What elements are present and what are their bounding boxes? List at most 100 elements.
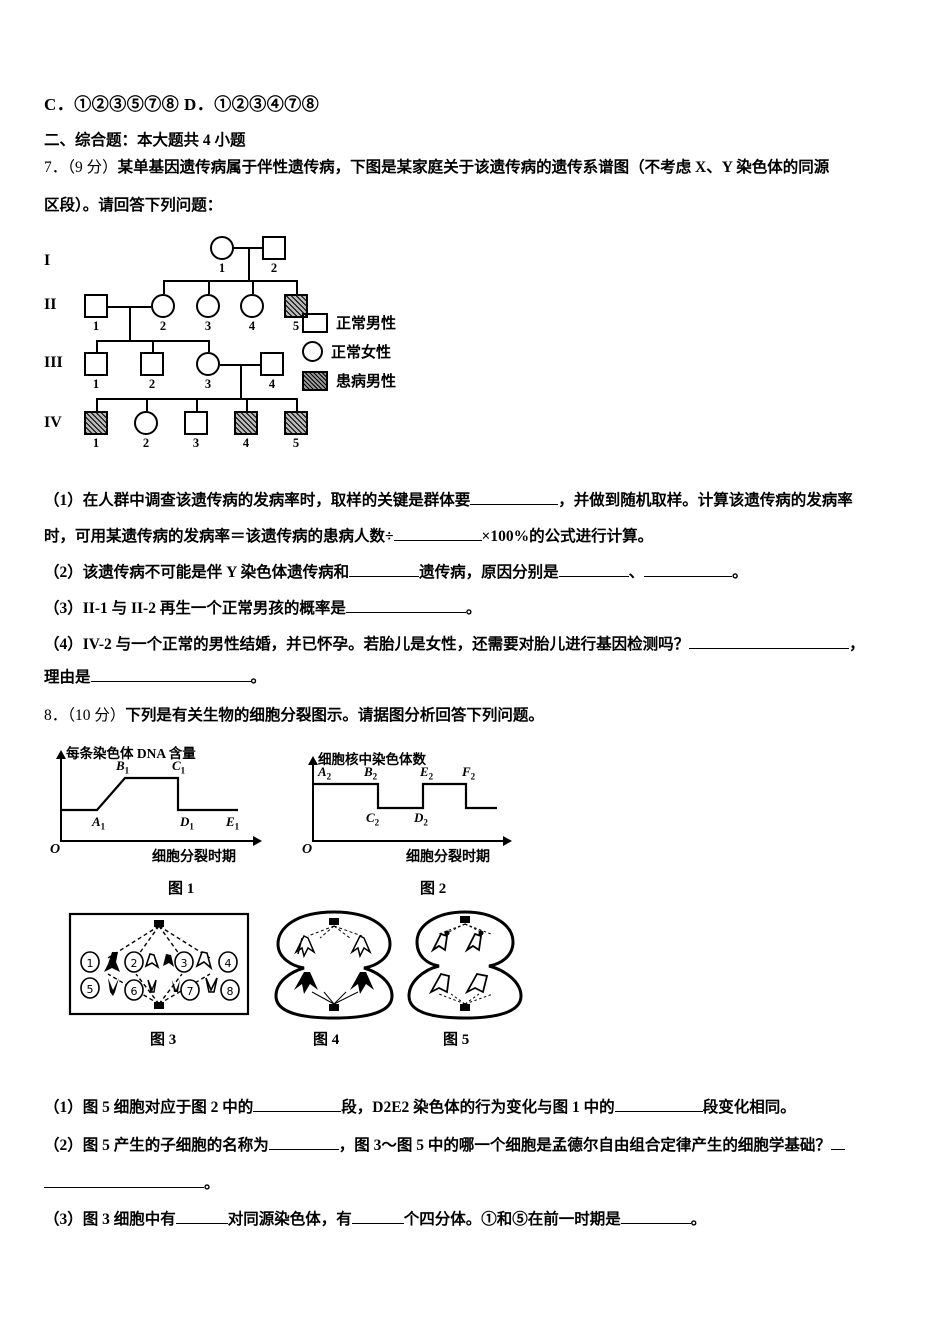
chart-1-point-A1: A1 (92, 814, 106, 832)
question-8-sub-2-line-1: （2）图 5 产生的子细胞的名称为，图 3～图 5 中的哪一个细胞是孟德尔自由组… (44, 1130, 924, 1161)
pedigree-I-1 (210, 236, 234, 260)
q8-sub3-text-b: 对同源染色体，有 (227, 1211, 352, 1228)
question-8-sub-3: （3）图 3 细胞中有对同源染色体，有个四分体。①和⑤在前一时期是。 (44, 1204, 924, 1235)
pedigree-IV-2 (134, 411, 158, 435)
q7-sub2-text-a: （2）该遗传病不可能是伴 Y 染色体遗传病和 (44, 564, 350, 581)
hatched-square-icon (302, 370, 328, 391)
answer-blank-q8-1-1[interactable] (253, 1111, 342, 1112)
answer-blank-q7-2-3[interactable] (644, 576, 733, 577)
answer-blank-q7-4-1[interactable] (689, 648, 850, 649)
answer-blank-q7-4-2[interactable] (90, 681, 251, 682)
chart-1-data-line (61, 776, 238, 812)
chart-1-x-axis-arrow-icon (253, 836, 262, 846)
chart-2-x-axis (312, 840, 505, 842)
chart-1-y-axis-label: 每条染色体 DNA 含量 (66, 746, 196, 761)
chart-2-y-axis-label: 细胞核中染色体数 (318, 752, 426, 767)
generation-label-III: III (44, 354, 63, 371)
pedigree-index-IV-4: 4 (242, 436, 250, 450)
descent-line-III (240, 364, 242, 399)
answer-blank-q8-3-2[interactable] (351, 1223, 404, 1224)
drop-line-IV-3 (196, 398, 198, 411)
chart-2-point-A2: A2 (318, 764, 332, 782)
figure-5-svg (407, 910, 523, 1020)
sibship-bar-II (163, 280, 297, 282)
descent-line-II (129, 306, 131, 340)
chart-2-point-F2: F2 (462, 764, 476, 782)
figure-5-cell-diagram (403, 908, 529, 1020)
pedigree-III-1 (84, 352, 108, 376)
chart-2-x-axis-arrow-icon (503, 836, 512, 846)
pedigree-index-IV-2: 2 (142, 436, 150, 450)
q7-sub3-text-a: （3）II-1 与 II-2 再生一个正常男孩的概率是 (44, 600, 346, 617)
answer-blank-q8-3-1[interactable] (175, 1223, 228, 1224)
legend-row-normal-female: 正常女性 (302, 337, 462, 366)
chart-figure-1: 每条染色体 DNA 含量 A1 B1 C1 D1 E1 O 细胞分裂时期 (50, 742, 280, 865)
question-8-number: 8． (44, 707, 68, 724)
answer-blank-q7-3-1[interactable] (345, 612, 466, 613)
q8-sub2-text-c: 。 (204, 1175, 220, 1192)
chart-2-x-axis-label: 细胞分裂时期 (406, 850, 490, 865)
legend-label-normal-female: 正常女性 (331, 345, 392, 361)
svg-text:8: 8 (227, 985, 234, 998)
figure-3-svg: 1 2 3 4 (68, 912, 250, 1016)
pedigree-index-I-2: 2 (270, 261, 278, 275)
generation-label-II: II (44, 296, 57, 313)
circle-icon (302, 341, 323, 362)
chart-1-origin-label: O (50, 842, 61, 857)
pedigree-index-IV-3: 3 (192, 436, 200, 450)
answer-blank-q8-3-3[interactable] (620, 1223, 691, 1224)
figure-4-caption: 图 4 (313, 1032, 340, 1048)
svg-text:4: 4 (225, 957, 232, 970)
answer-blank-q8-2-2b[interactable] (44, 1187, 204, 1188)
chart-2-origin-label: O (302, 842, 313, 857)
answer-options-line: C．①②③⑤⑦⑧ D．①②③④⑦⑧ (44, 95, 320, 114)
q7-sub1-text-d: ×100%的公式进行计算。 (481, 528, 654, 545)
drop-line-II-2 (163, 280, 165, 294)
chart-1-point-D1: D1 (180, 814, 194, 832)
pedigree-II-3 (196, 294, 220, 318)
drop-line-III-1 (96, 340, 98, 352)
generation-label-IV: IV (44, 414, 62, 431)
question-7-stem-line2: 区段）。请回答下列问题： (44, 197, 223, 214)
pedigree-legend: 正常男性 正常女性 患病男性 (302, 308, 462, 395)
legend-label-affected-male: 患病男性 (336, 374, 397, 390)
svg-text:5: 5 (87, 983, 94, 996)
chart-1-y-axis (60, 758, 62, 842)
q8-sub3-text-c: 个四分体。①和⑤在前一时期是 (403, 1211, 621, 1228)
pedigree-II-2 (151, 294, 175, 318)
drop-line-IV-5 (296, 398, 298, 411)
answer-blank-q7-2-2[interactable] (558, 576, 629, 577)
answer-blank-q8-1-2[interactable] (614, 1111, 703, 1112)
generation-label-I: I (44, 252, 51, 269)
svg-text:1: 1 (87, 957, 94, 970)
square-icon (302, 312, 328, 333)
question-8-marks: （10 分） (67, 707, 126, 724)
figure-3-caption: 图 3 (150, 1032, 177, 1048)
question-7-sub-3: （3）II-1 与 II-2 再生一个正常男孩的概率是。 (44, 593, 924, 624)
question-7-sub-4-line-2: 理由是。 (44, 662, 924, 693)
answer-blank-q7-2-1[interactable] (349, 576, 420, 577)
pedigree-III-4 (260, 352, 284, 376)
drop-line-IV-4 (246, 398, 248, 411)
pedigree-IV-1 (84, 411, 108, 435)
drop-line-IV-1 (96, 398, 98, 411)
pedigree-III-3 (196, 352, 220, 376)
chart-1-x-axis-label: 细胞分裂时期 (152, 850, 236, 865)
pedigree-index-IV-5: 5 (292, 436, 300, 450)
answer-blank-q8-2-2a[interactable] (830, 1149, 845, 1150)
question-7-marks: （9 分） (67, 159, 118, 176)
q7-sub1-text-c: 时，可用某遗传病的发病率＝该遗传病的患病人数÷ (44, 528, 394, 545)
pedigree-II-4 (240, 294, 264, 318)
svg-text:3: 3 (181, 957, 188, 970)
q8-sub1-text-c: 段变化相同。 (702, 1099, 796, 1116)
pedigree-III-2 (140, 352, 164, 376)
pedigree-index-III-1: 1 (92, 377, 100, 391)
q7-sub4-text-c: 理由是 (44, 669, 91, 686)
q7-sub2-text-d: 。 (732, 564, 748, 581)
chart-1-y-axis-arrow-icon (56, 750, 66, 759)
answer-blank-q7-1-1[interactable] (470, 504, 559, 505)
answer-blank-q7-1-2[interactable] (393, 540, 482, 541)
q8-sub2-text-b: ，图 3～图 5 中的哪一个细胞是孟德尔自由组合定律产生的细胞学基础？ (338, 1137, 831, 1154)
chart-1-point-C1: C1 (172, 758, 186, 776)
answer-blank-q8-2-1[interactable] (268, 1149, 339, 1150)
